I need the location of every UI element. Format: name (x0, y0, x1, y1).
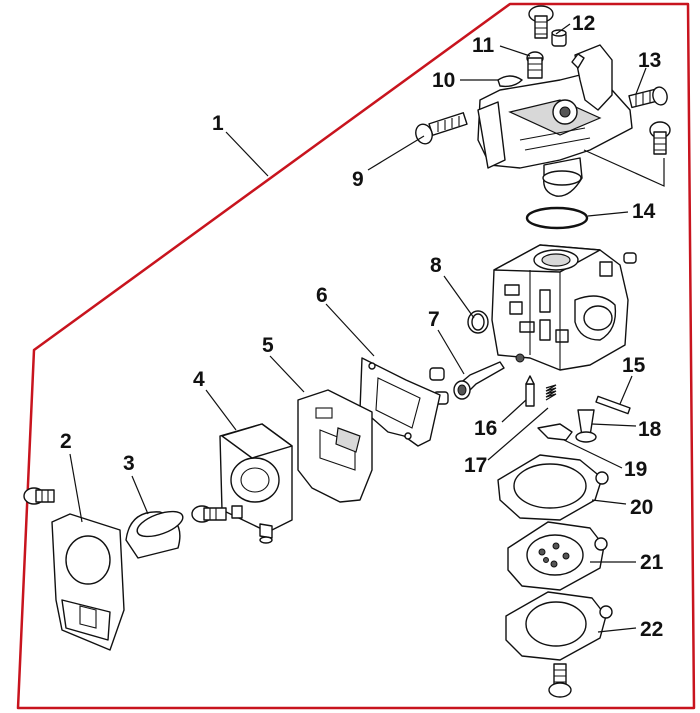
carburetor-body (491, 244, 629, 371)
callout-16: 16 (474, 417, 497, 440)
callout-21: 21 (640, 551, 664, 574)
callout-20: 20 (630, 496, 653, 519)
screw-9-icon (415, 112, 468, 145)
assembly-border (16, 2, 696, 710)
callout-1: 1 (212, 112, 224, 135)
leader-lines (69, 23, 665, 633)
diaphragm-21-icon (507, 521, 608, 591)
clip-small-icon (571, 53, 585, 69)
gasket-20-icon (497, 454, 609, 521)
pump-body-4-icon (219, 423, 293, 544)
callout-18: 18 (638, 418, 662, 441)
callout-19: 19 (624, 458, 647, 481)
callout-8: 8 (430, 254, 442, 277)
callout-11: 11 (472, 34, 495, 57)
screw-left-icon (23, 487, 55, 505)
spring-17-icon (545, 384, 557, 401)
callout-2: 2 (60, 430, 72, 453)
callout-4: 4 (193, 368, 205, 391)
screw-18-icon (575, 409, 597, 443)
primer-bulb-3-icon (125, 510, 184, 559)
plug-a-icon (429, 367, 445, 381)
callout-22: 22 (640, 618, 663, 641)
screw-13-lower-icon (649, 121, 671, 155)
jet-11-icon (526, 51, 544, 79)
callout-14: 14 (632, 200, 656, 223)
callout-7: 7 (428, 308, 440, 331)
bracket-2-icon (51, 513, 125, 651)
plug-small-icon (623, 252, 637, 264)
clip-10-icon (497, 75, 523, 88)
callout-17: 17 (464, 454, 487, 477)
cover-22-icon (505, 591, 613, 661)
callout-15: 15 (622, 354, 646, 377)
callout-12: 12 (572, 12, 595, 35)
carburetor-top-cover (477, 44, 633, 197)
needle-valve-7-icon (453, 361, 505, 400)
screw-13-icon (628, 86, 668, 109)
callout-6: 6 (316, 284, 328, 307)
cap-12-icon (551, 29, 567, 47)
callout-3: 3 (123, 452, 135, 475)
callout-13: 13 (638, 49, 661, 72)
pin-15-icon (595, 395, 631, 415)
inlet-needle-16-icon (525, 375, 535, 407)
screw-bottom-icon (548, 663, 572, 698)
callout-10: 10 (432, 69, 455, 92)
oring-14-icon (525, 206, 589, 230)
screw-top-icon (528, 5, 554, 39)
lever-19-icon (537, 423, 573, 441)
callout-5: 5 (262, 334, 274, 357)
callout-9: 9 (352, 168, 364, 191)
screw-pump-icon (191, 505, 227, 523)
pump-gasket-5-icon (297, 389, 373, 503)
